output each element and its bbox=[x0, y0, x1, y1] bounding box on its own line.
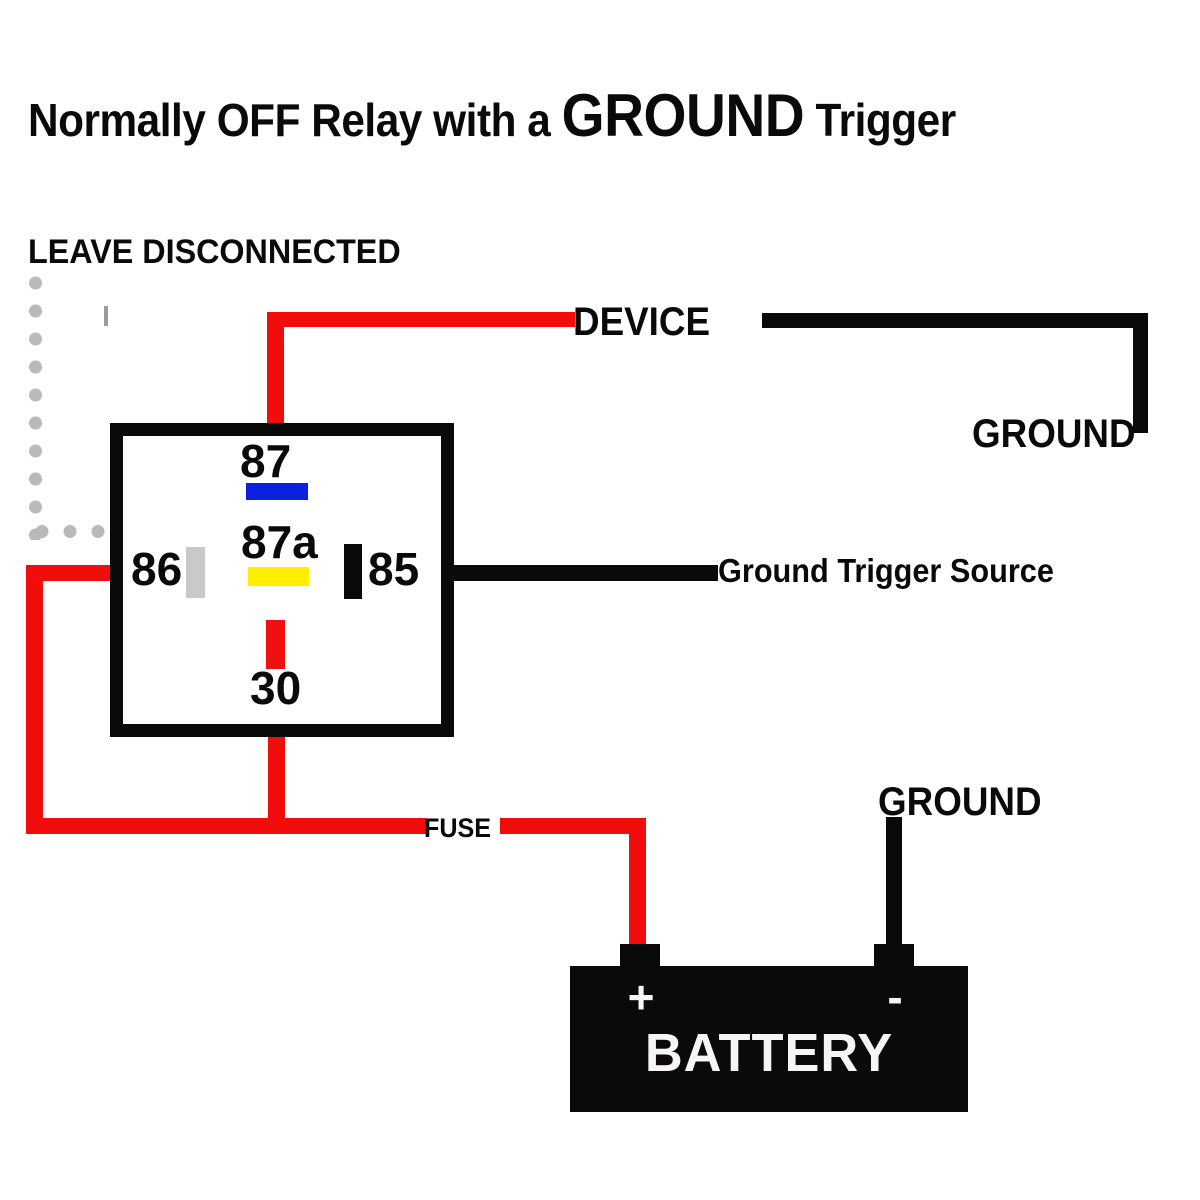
wire-battery-negative-to-ground bbox=[886, 817, 902, 965]
terminal-label-87a: 87a bbox=[241, 516, 318, 568]
disconnected-lead-vertical-dots bbox=[28, 272, 43, 540]
battery-negative-post bbox=[874, 944, 914, 970]
terminal-label-86: 86 bbox=[131, 543, 183, 595]
label-device: DEVICE bbox=[573, 300, 711, 344]
terminal-label-87: 87 bbox=[240, 435, 292, 487]
battery-positive-post bbox=[620, 944, 660, 970]
battery-label: BATTERY bbox=[644, 1023, 894, 1083]
wire-fuse-to-battery-positive bbox=[629, 818, 646, 958]
wire-fuse-right-segment bbox=[500, 818, 645, 834]
wire-30-to-fuse-vertical bbox=[268, 705, 285, 834]
wire-86-branch-horizontal-top bbox=[26, 565, 122, 581]
terminal-chip-87 bbox=[246, 483, 308, 500]
terminal-chip-87a bbox=[248, 567, 309, 586]
wire-85-to-ground-trigger-source bbox=[430, 565, 718, 581]
label-ground-trigger-source: Ground Trigger Source bbox=[718, 552, 1054, 589]
wire-87-to-device-horizontal bbox=[267, 312, 575, 327]
relay-body bbox=[110, 423, 454, 737]
title-part-1: Normally OFF Relay with a bbox=[28, 94, 562, 146]
terminal-chip-30 bbox=[266, 620, 285, 669]
label-fuse: FUSE bbox=[424, 813, 491, 843]
label-leave-disconnected: LEAVE DISCONNECTED bbox=[28, 233, 401, 271]
wire-device-to-ground-horizontal bbox=[762, 313, 1148, 328]
battery-body bbox=[570, 966, 968, 1112]
stray-tick-mark bbox=[104, 306, 108, 326]
wire-87-to-device-vertical bbox=[267, 312, 284, 430]
title-emphasis: GROUND bbox=[561, 82, 805, 149]
terminal-chip-86 bbox=[186, 547, 205, 598]
battery-positive-symbol: + bbox=[627, 971, 655, 1023]
battery-negative-symbol: - bbox=[887, 971, 903, 1023]
page-title: Normally OFF Relay with a GROUND Trigger bbox=[28, 86, 957, 148]
wire-device-to-ground-vertical bbox=[1133, 313, 1148, 433]
terminal-label-85: 85 bbox=[368, 543, 420, 595]
title-part-2: Trigger bbox=[804, 94, 957, 146]
terminal-label-30: 30 bbox=[250, 662, 302, 714]
label-ground-device-side: GROUND bbox=[972, 412, 1136, 456]
label-ground-battery-side: GROUND bbox=[878, 780, 1042, 824]
wire-86-branch-horizontal-bottom bbox=[26, 818, 286, 834]
wire-fuse-left-segment bbox=[268, 818, 426, 834]
terminal-chip-85 bbox=[344, 544, 362, 599]
wire-86-branch-vertical bbox=[26, 565, 43, 833]
